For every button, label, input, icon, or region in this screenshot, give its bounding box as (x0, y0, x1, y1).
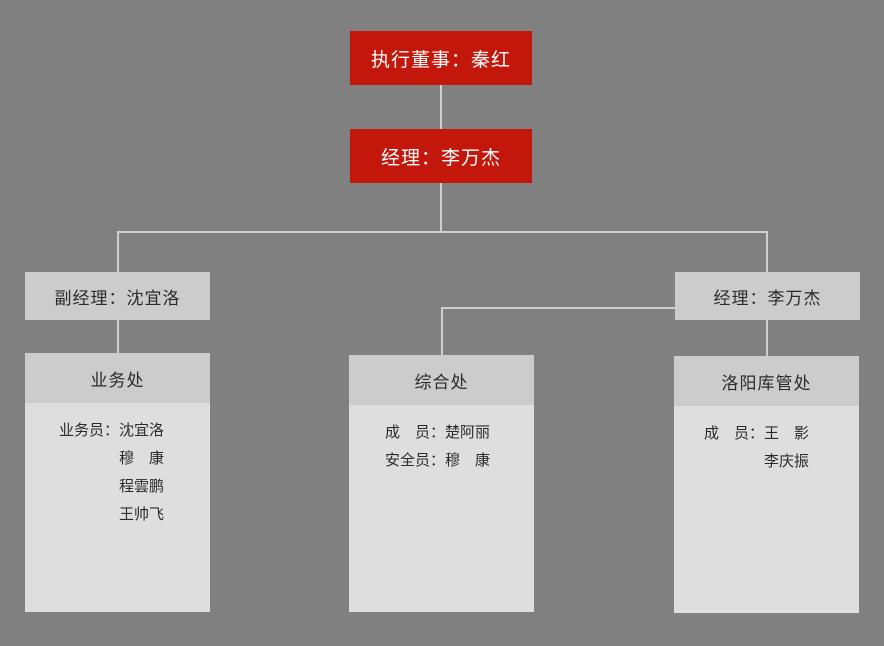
member-row: 穆 康 (59, 450, 165, 467)
node-deputy-manager-label: 副经理：沈宜洛 (54, 288, 181, 308)
connector-gm-down (440, 183, 442, 232)
connector-level2-bus (117, 231, 768, 233)
node-deputy-manager[interactable]: 副经理：沈宜洛 (25, 272, 210, 320)
department-title-general-affairs-label: 综合处 (414, 372, 469, 392)
department-members-business: 业务员：沈宜洛 穆 康 程雲鹏 王帅飞 (25, 403, 210, 612)
member-row: 程雲鹏 (59, 478, 165, 495)
node-executive-director-label: 执行董事：秦红 (370, 49, 511, 71)
department-card-general-affairs[interactable]: 综合处 成 员：楚阿丽 安全员：穆 康 (349, 355, 534, 612)
connector-level3-bus (441, 307, 768, 309)
member-row: 成 员：王 影 (704, 425, 810, 442)
node-general-manager[interactable]: 经理：李万杰 (350, 129, 532, 183)
node-general-manager-label: 经理：李万杰 (380, 147, 501, 169)
connector-right-dept-branch (766, 307, 768, 357)
connector-middle-branch (441, 307, 443, 355)
department-title-luoyang-warehouse-label: 洛阳库管处 (721, 373, 812, 393)
connector-right-branch (766, 231, 768, 276)
member-row: 王帅飞 (59, 506, 165, 523)
node-executive-director[interactable]: 执行董事：秦红 (350, 31, 532, 85)
node-manager-right-label: 经理：李万杰 (713, 288, 822, 308)
department-card-luoyang-warehouse[interactable]: 洛阳库管处 成 员：王 影 李庆振 (674, 356, 859, 613)
department-members-general-affairs: 成 员：楚阿丽 安全员：穆 康 (349, 405, 534, 612)
department-title-business: 业务处 (25, 353, 210, 403)
node-manager-right[interactable]: 经理：李万杰 (675, 272, 860, 320)
department-members-luoyang-warehouse: 成 员：王 影 李庆振 (674, 406, 859, 613)
member-row: 李庆振 (704, 453, 810, 470)
member-row: 成 员：楚阿丽 (385, 424, 491, 441)
department-card-business[interactable]: 业务处 业务员：沈宜洛 穆 康 程雲鹏 王帅飞 (25, 353, 210, 612)
department-title-business-label: 业务处 (90, 370, 145, 390)
connector-exec-to-gm (440, 85, 442, 129)
member-row: 安全员：穆 康 (385, 452, 491, 469)
department-title-general-affairs: 综合处 (349, 355, 534, 405)
department-title-luoyang-warehouse: 洛阳库管处 (674, 356, 859, 406)
member-row: 业务员：沈宜洛 (59, 422, 165, 439)
